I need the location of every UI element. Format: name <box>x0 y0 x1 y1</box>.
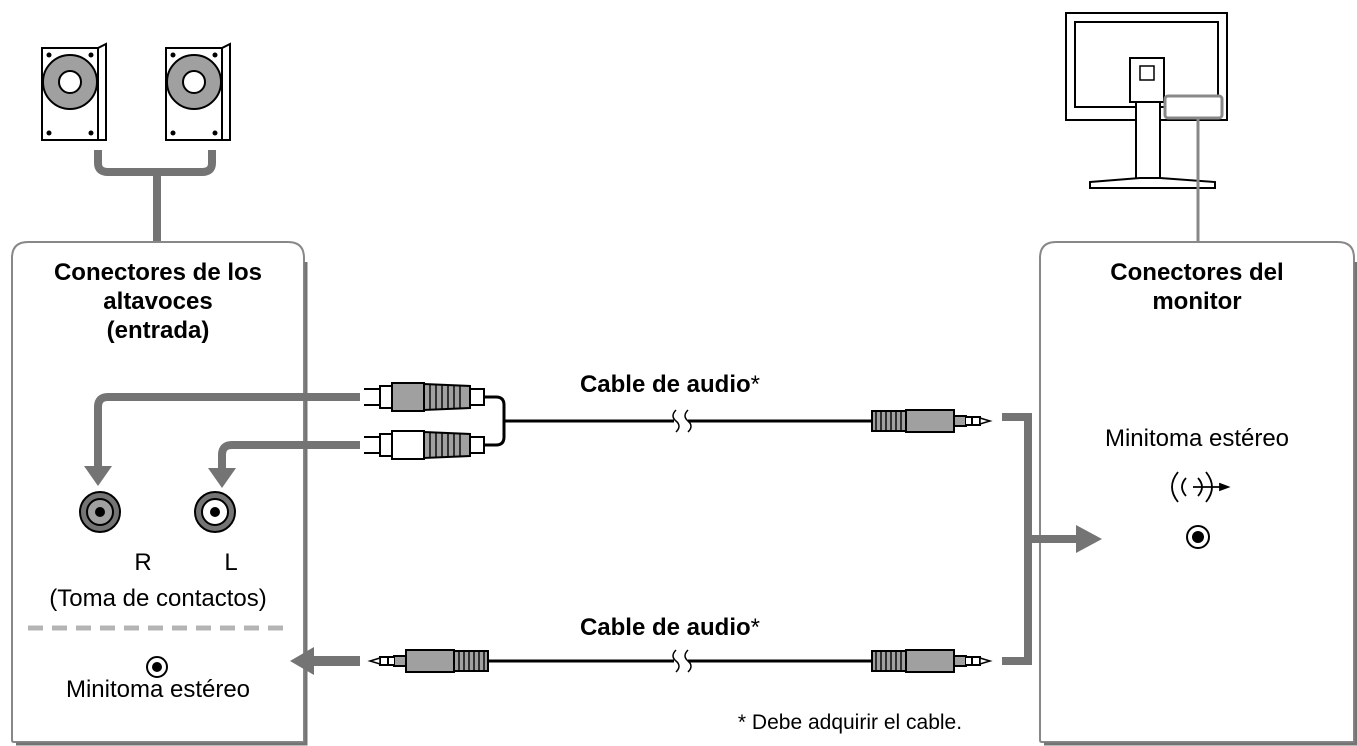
cable-break-icon <box>672 649 692 673</box>
rca-cable-asterisk: * <box>750 371 761 398</box>
mini-cable-asterisk: * <box>750 614 761 641</box>
monitor-title-line-1: Conectores del <box>1110 259 1284 286</box>
speaker-connector-panel <box>11 241 305 743</box>
rca-cable-label-text: Cable de audio <box>579 371 751 398</box>
speaker-title-line-1: Conectores de los <box>53 259 263 286</box>
mini-cable-label-text: Cable de audio <box>579 614 751 641</box>
mini-jack-speaker-icon <box>146 656 168 678</box>
monitor-connector-panel <box>1039 241 1355 743</box>
rca-cable-wire <box>484 395 872 447</box>
speaker-right-icon <box>165 42 231 141</box>
speaker-title-line-3: (entrada) <box>106 317 210 344</box>
arrow-to-monitor <box>1076 525 1102 553</box>
monitor-title-line-2: monitor <box>1152 288 1242 315</box>
mini-cable-label: Cable de audio* <box>520 613 820 642</box>
rca-jack-caption: (Toma de contactos) <box>49 585 267 612</box>
mini-plug-top-icon <box>871 409 991 433</box>
speaker-link-wire <box>94 150 216 242</box>
rca-plug-bottom-icon <box>364 430 485 460</box>
rca-cable-label: Cable de audio* <box>520 370 820 399</box>
mini-plug-left-icon <box>369 649 489 673</box>
arrow-to-jack-r <box>94 393 360 468</box>
speaker-left-icon <box>41 42 107 141</box>
bracket-to-monitor <box>1002 413 1078 665</box>
purchase-footnote: * Debe adquirir el cable. <box>737 711 963 734</box>
rca-plug-top-icon <box>364 382 485 412</box>
speaker-connectors-title: Conectores de los altavoces (entrada) <box>12 258 304 345</box>
speaker-mini-jack-caption: Minitoma estéreo <box>65 676 251 703</box>
monitor-connectors-title: Conectores del monitor <box>1040 258 1354 316</box>
monitor-mini-jack-caption: Minitoma estéreo <box>1104 425 1290 452</box>
arrow-to-jack-l <box>218 441 360 470</box>
channel-l-label: L <box>224 549 238 576</box>
monitor-icon <box>1065 12 1228 189</box>
cable-break-icon <box>672 409 692 433</box>
mini-jack-monitor-icon <box>1186 525 1210 549</box>
speaker-title-line-2: altavoces <box>103 288 213 315</box>
rca-jack-l-icon <box>194 491 236 533</box>
mini-plug-bottom-icon <box>871 649 991 673</box>
channel-r-label: R <box>134 549 152 576</box>
audio-output-icon <box>1171 471 1231 503</box>
rca-jack-r-icon <box>79 491 121 533</box>
